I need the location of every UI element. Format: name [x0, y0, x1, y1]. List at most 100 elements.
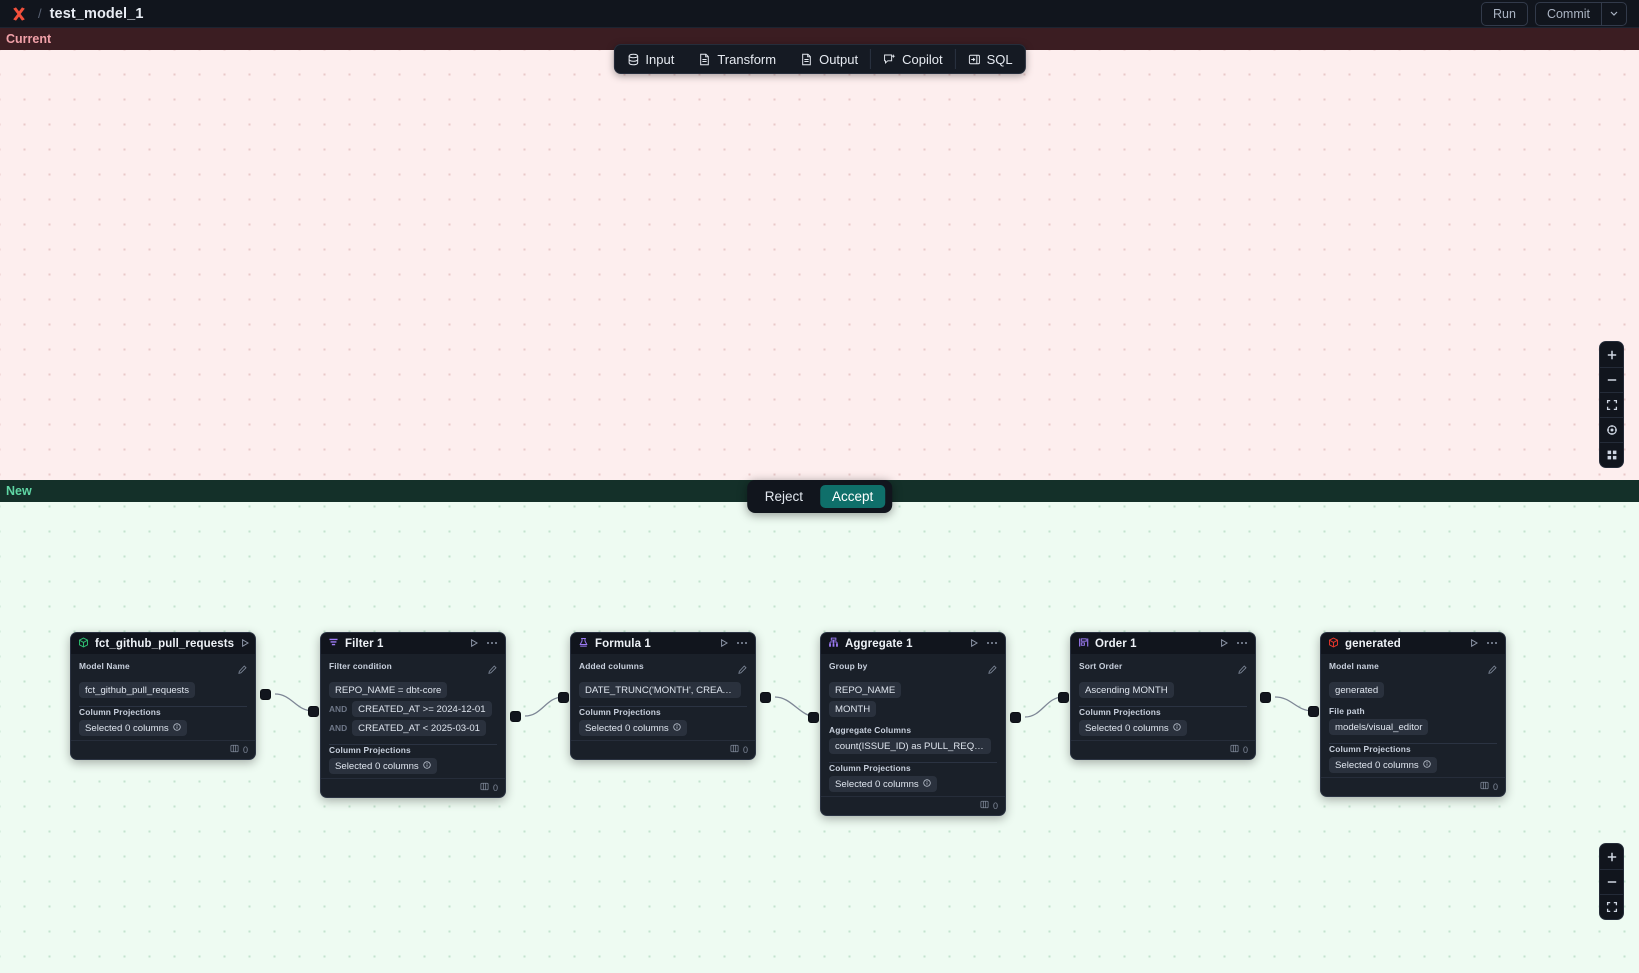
- pencil-icon[interactable]: [738, 661, 747, 679]
- toolbar-item-copilot[interactable]: Copilot: [871, 45, 954, 73]
- node-formula-1[interactable]: Formula 1 Added columns DATE_TRUNC('MONT…: [570, 632, 756, 760]
- node-generated[interactable]: generated Model name generated File path…: [1320, 632, 1506, 797]
- zoom-in-button[interactable]: [1600, 844, 1623, 869]
- ellipsis-icon[interactable]: [1486, 635, 1498, 653]
- pencil-icon[interactable]: [1488, 661, 1497, 679]
- info-icon[interactable]: [923, 778, 931, 790]
- node-header-actions: [240, 635, 255, 653]
- filter-condition-chip[interactable]: CREATED_AT < 2025-03-01: [352, 720, 487, 736]
- play-icon[interactable]: [1469, 635, 1479, 653]
- section-label: Column Projections: [829, 763, 911, 773]
- node-header[interactable]: Order 1: [1071, 633, 1255, 654]
- node-input-port[interactable]: [308, 706, 319, 717]
- play-icon[interactable]: [240, 635, 250, 653]
- node-fct-github-pull-requests[interactable]: fct_github_pull_requests Model Name fct_…: [70, 632, 256, 760]
- node-output-port[interactable]: [1010, 712, 1021, 723]
- info-icon[interactable]: [423, 760, 431, 772]
- added-columns-chip[interactable]: DATE_TRUNC('MONTH', CREATED_AT...: [579, 682, 741, 698]
- node-output-port[interactable]: [1260, 692, 1271, 703]
- run-button[interactable]: Run: [1481, 1, 1528, 26]
- toolbar-item-transform[interactable]: Transform: [686, 45, 788, 73]
- node-header[interactable]: fct_github_pull_requests: [71, 633, 255, 654]
- node-footer: 0: [321, 779, 505, 797]
- node-output-port[interactable]: [510, 711, 521, 722]
- node-header[interactable]: Aggregate 1: [821, 633, 1005, 654]
- aggregate-columns-chip[interactable]: count(ISSUE_ID) as PULL_REQUEST_...: [829, 738, 991, 754]
- row-count: 0: [742, 744, 748, 755]
- toolbar-divider: [954, 49, 956, 69]
- pencil-icon[interactable]: [988, 661, 997, 679]
- pencil-icon[interactable]: [488, 661, 497, 679]
- zoom-in-button[interactable]: [1600, 342, 1623, 367]
- columns-icon: [230, 744, 239, 755]
- info-icon[interactable]: [1173, 722, 1181, 734]
- ellipsis-icon[interactable]: [1236, 635, 1248, 653]
- ellipsis-icon[interactable]: [486, 635, 498, 653]
- node-section-model-name: Model name generated: [1329, 661, 1497, 698]
- info-icon[interactable]: [173, 722, 181, 734]
- node-filter-1[interactable]: Filter 1 Filter condition REPO_NAME = db…: [320, 632, 506, 798]
- node-input-port[interactable]: [1308, 706, 1319, 717]
- group-by-chip[interactable]: MONTH: [829, 701, 877, 717]
- node-order-1[interactable]: Order 1 Sort Order Ascending MONTH Colum…: [1070, 632, 1256, 760]
- column-projections-chip[interactable]: Selected 0 columns: [1329, 757, 1437, 773]
- column-projections-text: Selected 0 columns: [1085, 722, 1169, 734]
- column-projections-chip[interactable]: Selected 0 columns: [79, 720, 187, 736]
- node-body: Added columns DATE_TRUNC('MONTH', CREATE…: [571, 654, 755, 740]
- play-icon[interactable]: [719, 635, 729, 653]
- node-header[interactable]: Filter 1: [321, 633, 505, 654]
- fit-view-button[interactable]: [1600, 894, 1623, 919]
- play-icon[interactable]: [1219, 635, 1229, 653]
- column-projections-chip[interactable]: Selected 0 columns: [329, 758, 437, 774]
- model-name-chip[interactable]: generated: [1329, 682, 1385, 698]
- zoom-out-button[interactable]: [1600, 367, 1623, 392]
- file-path-chip[interactable]: models/visual_editor: [1329, 719, 1429, 735]
- sort-order-chip[interactable]: Ascending MONTH: [1079, 682, 1174, 698]
- toolbar-label-input: Input: [645, 51, 675, 67]
- ellipsis-icon[interactable]: [986, 635, 998, 653]
- pencil-icon[interactable]: [238, 661, 247, 679]
- column-projections-chip[interactable]: Selected 0 columns: [829, 776, 937, 792]
- node-header[interactable]: generated: [1321, 633, 1505, 654]
- node-aggregate-1[interactable]: Aggregate 1 Group by REPO_NAME MONTH Agg…: [820, 632, 1006, 816]
- node-section-aggregate-columns: Aggregate Columns count(ISSUE_ID) as PUL…: [829, 725, 997, 754]
- section-label: Column Projections: [79, 707, 161, 717]
- node-input-port[interactable]: [1058, 692, 1069, 703]
- mini-map-button[interactable]: [1600, 442, 1623, 467]
- filter-condition-row: AND CREATED_AT < 2025-03-01: [329, 720, 497, 736]
- reject-button[interactable]: Reject: [754, 485, 814, 508]
- fit-view-button[interactable]: [1600, 392, 1623, 417]
- chevron-down-icon[interactable]: [1601, 2, 1626, 25]
- zoom-out-button[interactable]: [1600, 869, 1623, 894]
- pencil-icon[interactable]: [1238, 661, 1247, 679]
- row-count: 0: [992, 800, 998, 811]
- interactivity-lock-button[interactable]: [1600, 417, 1623, 442]
- play-icon[interactable]: [969, 635, 979, 653]
- node-output-port[interactable]: [760, 692, 771, 703]
- info-icon[interactable]: [1423, 759, 1431, 771]
- filter-condition-chip[interactable]: REPO_NAME = dbt-core: [329, 682, 448, 698]
- node-header[interactable]: Formula 1: [571, 633, 755, 654]
- toolbar-item-output[interactable]: Output: [788, 45, 870, 73]
- commit-button[interactable]: Commit: [1536, 3, 1601, 25]
- current-version-canvas[interactable]: Current: [0, 28, 1639, 480]
- toolbar-item-sql[interactable]: SQL: [956, 45, 1025, 73]
- row-count: 0: [1242, 744, 1248, 755]
- column-projections-chip[interactable]: Selected 0 columns: [1079, 720, 1187, 736]
- node-footer: 0: [821, 797, 1005, 815]
- filter-condition-chip[interactable]: CREATED_AT >= 2024-12-01: [352, 701, 492, 717]
- node-output-port[interactable]: [260, 689, 271, 700]
- play-icon[interactable]: [469, 635, 479, 653]
- group-by-chip[interactable]: REPO_NAME: [829, 682, 902, 698]
- column-projections-chip[interactable]: Selected 0 columns: [579, 720, 687, 736]
- x-logo-icon[interactable]: [8, 3, 30, 25]
- info-icon[interactable]: [673, 722, 681, 734]
- accept-button[interactable]: Accept: [819, 485, 886, 508]
- toolbar-divider: [870, 49, 872, 69]
- new-version-canvas[interactable]: New fct_github_pull_requests Model Name: [0, 480, 1639, 973]
- node-input-port[interactable]: [808, 712, 819, 723]
- toolbar-item-input[interactable]: Input: [614, 45, 686, 73]
- value-chip[interactable]: fct_github_pull_requests: [79, 682, 196, 698]
- node-input-port[interactable]: [558, 692, 569, 703]
- ellipsis-icon[interactable]: [736, 635, 748, 653]
